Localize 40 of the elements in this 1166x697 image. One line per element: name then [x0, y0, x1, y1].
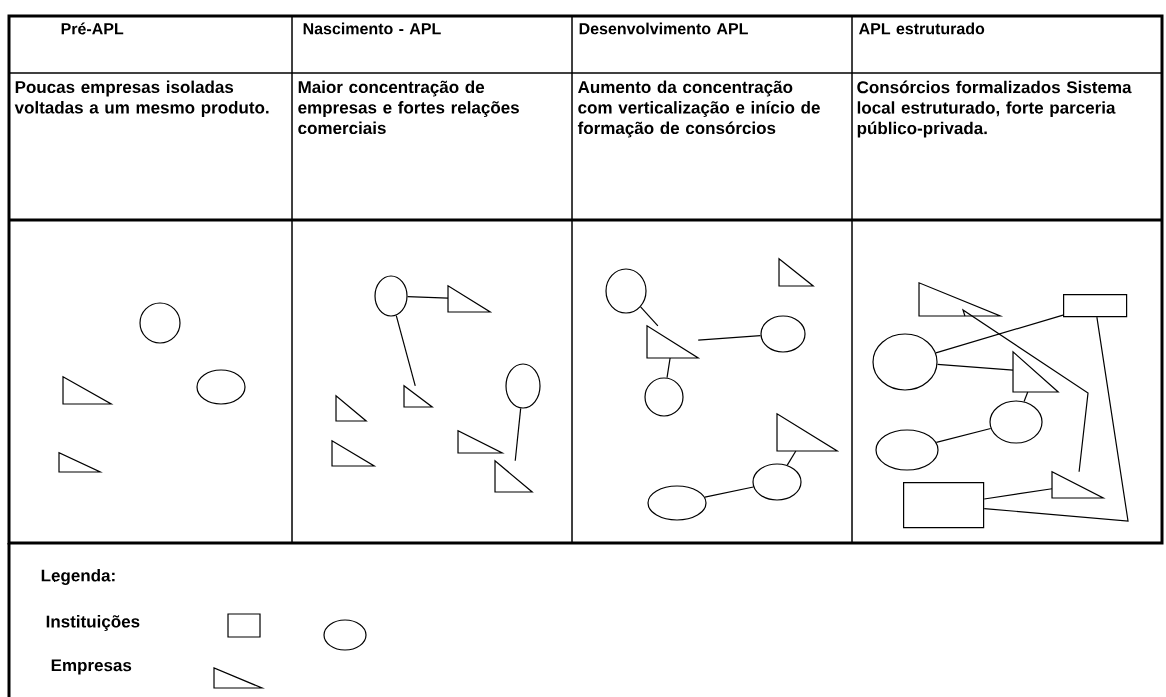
rectangle [1063, 294, 1128, 318]
connector-line [786, 450, 797, 466]
connector-line [640, 306, 659, 327]
ellipse [872, 333, 938, 391]
ellipse [989, 400, 1043, 444]
ellipse [760, 315, 806, 353]
description-text: Aumento da concentração com verticalização e início de formação de consórcios [577, 80, 820, 138]
ellipse [196, 369, 246, 405]
column-heading: Desenvolvimento APL [579, 22, 748, 35]
legend-text: Empresas [51, 659, 132, 675]
connector-line [936, 363, 1014, 371]
connector-line [666, 357, 671, 379]
description-text: Poucas empresas isoladas voltadas a um mesmo produto. [14, 80, 269, 117]
connector-line [961, 308, 1089, 473]
column-heading: Pré-APL [61, 22, 124, 35]
connector-line [704, 486, 754, 498]
connector-line [407, 296, 449, 299]
column-heading: APL estruturado [859, 22, 985, 35]
rectangle [903, 482, 985, 529]
ellipse [647, 485, 707, 521]
connector-line [935, 427, 992, 444]
ellipse [605, 268, 647, 314]
connector-line [395, 314, 416, 387]
connector-line [514, 407, 522, 462]
legend-text: Instituições [46, 615, 140, 631]
column-heading: Nascimento - APL [303, 22, 441, 35]
connector-line [935, 314, 1064, 354]
ellipse [644, 377, 684, 417]
ellipse [752, 463, 802, 501]
legend-title: Legenda: [41, 569, 115, 585]
ellipse [374, 275, 408, 317]
ellipse [875, 429, 939, 471]
connector-line [1023, 391, 1029, 403]
description-text: Maior concentração de empresas e fortes relações comerciais [298, 80, 519, 135]
ellipse [505, 363, 541, 409]
description-text: Consórcios formalizados Sistema local estruturado, forte parceria público-privada. [857, 80, 1132, 138]
connector-line [983, 316, 1129, 522]
ellipse [139, 302, 181, 344]
connector-line [697, 335, 762, 341]
connector-line [983, 488, 1053, 500]
